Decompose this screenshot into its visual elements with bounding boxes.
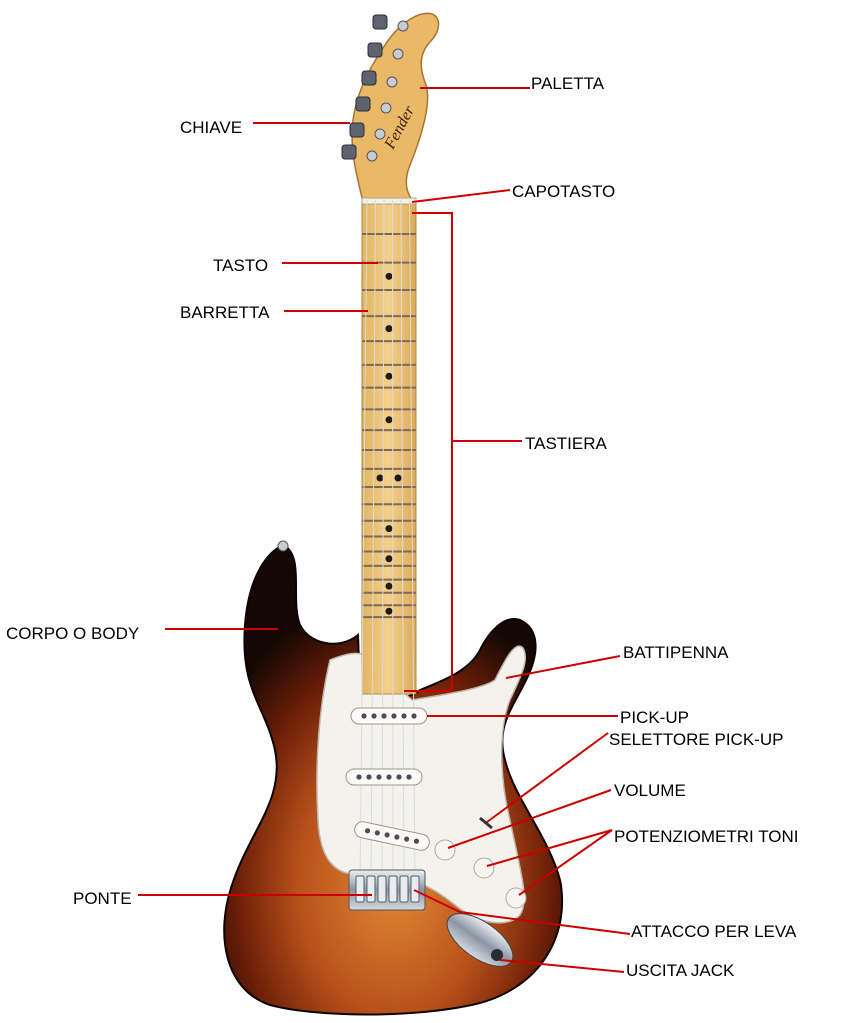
pickup [345, 768, 423, 786]
label-ponte: PONTE [73, 889, 132, 908]
leader-toni-2 [518, 829, 613, 896]
tuner-key [349, 122, 365, 138]
inlays [376, 272, 402, 615]
label-volume: VOLUME [614, 781, 686, 800]
inlay-dot [385, 582, 393, 590]
saddle [388, 875, 398, 903]
pickup-pole [381, 713, 387, 719]
label-barretta: BARRETTA [180, 303, 270, 322]
pickup-pole [371, 713, 377, 719]
pickup-pole [406, 774, 412, 780]
tuner-key [341, 144, 357, 160]
pickup-cover [354, 821, 430, 851]
pickup-cover [345, 768, 423, 786]
frets [362, 233, 416, 619]
tone-knob-1 [473, 857, 495, 879]
inlay-dot [385, 325, 393, 333]
leader-leva [413, 889, 631, 935]
pickup-pole [396, 774, 402, 780]
saddle [410, 875, 420, 903]
pickup-selector-switch [479, 816, 493, 830]
label-tasto: TASTO [213, 256, 269, 275]
label-chiave: CHIAVE [180, 118, 243, 137]
label-selettore: SELETTORE PICK-UP [609, 730, 784, 749]
label-leva: ATTACCO PER LEVA [631, 922, 797, 941]
pickup-pole [401, 713, 407, 719]
pickup-pole [386, 774, 392, 780]
leader-lines [138, 87, 631, 973]
pickup-pole [394, 834, 400, 840]
leader-battipenna [505, 655, 621, 679]
label-tastiera: TASTIERA [525, 434, 607, 453]
pickup-pole [404, 836, 410, 842]
leader-toni-1 [486, 829, 613, 867]
jack-socket [491, 949, 503, 961]
inlay-dot [385, 525, 393, 533]
tuner-key [372, 14, 388, 30]
tuner-post [397, 20, 409, 32]
pickup-pole [366, 774, 372, 780]
pickup-pole [374, 830, 380, 836]
leader-selettore [486, 732, 609, 823]
strap-button [277, 540, 289, 552]
label-battipenna: BATTIPENNA [623, 643, 729, 662]
pickup-pole [391, 713, 397, 719]
tuner-post [386, 76, 398, 88]
tuner-post [374, 128, 386, 140]
pickup-pole [411, 713, 417, 719]
label-paletta: PALETTA [531, 74, 605, 93]
saddle [355, 875, 365, 903]
pickup [350, 707, 428, 725]
tuner-post [392, 48, 404, 60]
pickup-pole [384, 832, 390, 838]
pickup-pole [413, 838, 420, 844]
inlay-dot [376, 474, 384, 482]
tuner-key [367, 42, 383, 58]
pickups [345, 707, 430, 851]
inlay-dot [394, 474, 402, 482]
pickup [354, 821, 430, 851]
saddle [399, 875, 409, 903]
leader-capotasto [411, 189, 511, 203]
inlay-dot [385, 272, 393, 280]
tuner-key [361, 70, 377, 86]
tuner-post [366, 150, 378, 162]
pickup-pole [364, 828, 371, 834]
pickup-pole [361, 713, 367, 719]
inlay-dot [385, 555, 393, 563]
tuning-keys [341, 14, 409, 162]
saddle [377, 875, 387, 903]
saddle [366, 875, 376, 903]
label-capotasto: CAPOTASTO [512, 182, 616, 201]
pickup-pole [376, 774, 382, 780]
pickup-pole [356, 774, 362, 780]
volume-knob [434, 839, 456, 861]
tuner-key [355, 96, 371, 112]
inlay-dot [385, 607, 393, 615]
leader-volume [447, 789, 612, 849]
tuner-post [380, 102, 392, 114]
inlay-dot [385, 372, 393, 380]
label-jack: USCITA JACK [626, 961, 735, 980]
nut [361, 197, 417, 205]
label-pickup: PICK-UP [620, 708, 689, 727]
inlay-dot [385, 416, 393, 424]
label-toni: POTENZIOMETRI TONI [614, 827, 799, 846]
leader-tastiera [404, 212, 453, 692]
label-corpo: CORPO O BODY [6, 624, 140, 643]
leader-jack [499, 959, 625, 973]
